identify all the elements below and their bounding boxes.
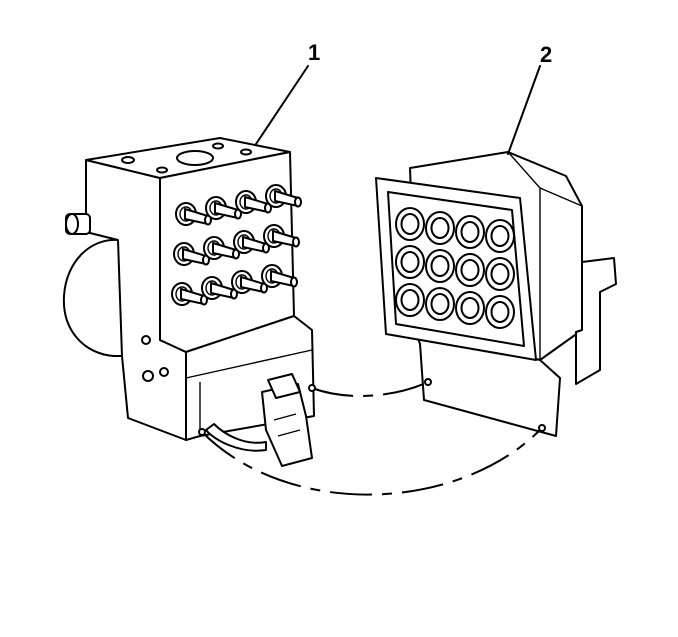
wiring-connector	[205, 373, 313, 467]
valve-stem	[263, 224, 300, 248]
coil-socket	[455, 215, 485, 249]
coil-socket	[485, 257, 515, 291]
callout-1: 1	[308, 40, 320, 65]
alignment-point	[198, 428, 206, 436]
callout-leader-2	[507, 65, 541, 155]
connector-harness	[205, 423, 267, 452]
connector-body	[261, 383, 313, 467]
coil-socket	[425, 211, 455, 245]
coil-socket	[425, 249, 455, 283]
alignment-point	[308, 384, 316, 392]
pump-motor	[62, 238, 131, 357]
valve-stem	[205, 196, 242, 220]
connector-latch	[267, 373, 301, 399]
coil-socket	[455, 291, 485, 325]
port-hole	[240, 148, 252, 156]
coil-socket	[395, 245, 425, 279]
port-hole	[121, 156, 135, 164]
valve-stem	[233, 230, 270, 254]
port-hole	[176, 150, 214, 166]
mount-hole	[142, 370, 154, 382]
side-fitting-end	[65, 213, 79, 235]
port-hole	[212, 142, 224, 150]
valve-stem	[201, 276, 238, 300]
alignment-line-upper	[311, 381, 429, 397]
valve-stem	[265, 184, 302, 208]
coil-socket	[455, 253, 485, 287]
coil-socket	[395, 283, 425, 317]
valve-stem	[235, 190, 272, 214]
mount-hole	[141, 335, 151, 345]
valve-stem	[231, 270, 268, 294]
alignment-point	[538, 424, 546, 432]
valve-stem	[175, 202, 212, 226]
coil-socket	[485, 295, 515, 329]
callout-2: 2	[540, 42, 552, 67]
valve-stems	[171, 184, 302, 306]
mount-hole	[159, 367, 169, 377]
electronic-control-module	[375, 151, 617, 437]
alignment-line-lower	[201, 427, 543, 496]
callout-leader-1	[255, 65, 309, 145]
mounting-bracket	[575, 257, 617, 385]
coil-sockets	[395, 207, 515, 329]
coil-socket	[485, 219, 515, 253]
valve-stem	[261, 264, 298, 288]
coil-socket	[395, 207, 425, 241]
valve-stem	[171, 282, 208, 306]
coil-socket	[425, 287, 455, 321]
port-hole	[156, 166, 168, 174]
alignment-point	[424, 378, 432, 386]
valve-stem	[203, 236, 240, 260]
